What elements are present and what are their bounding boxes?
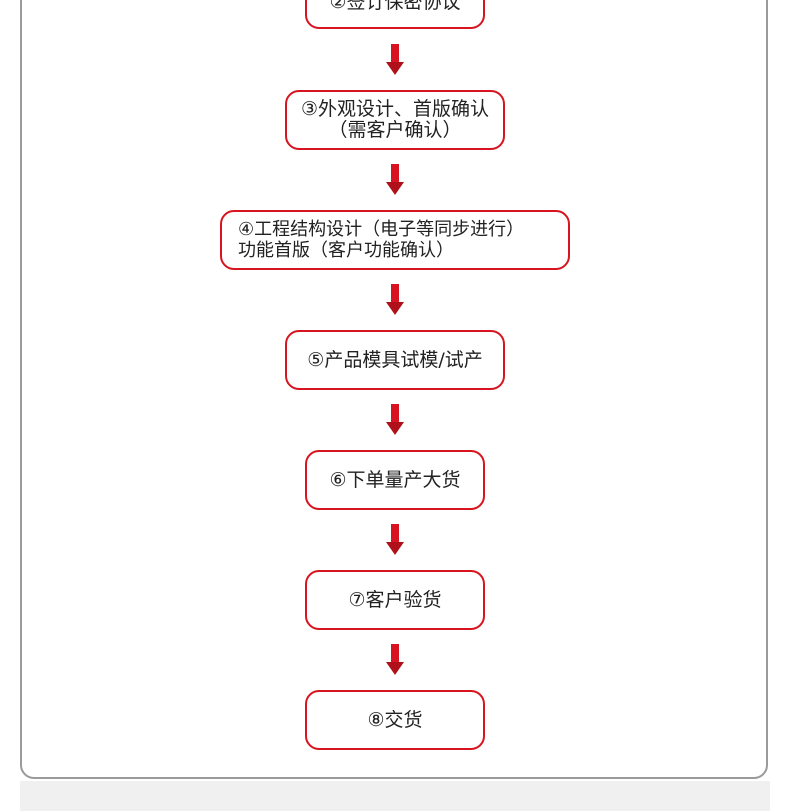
step-8-label: ⑧交货 [367, 708, 423, 731]
step-3-label-line1: ③外观设计、首版确认 [300, 98, 490, 120]
step-7-label: ⑦客户验货 [348, 588, 442, 611]
down-arrow-icon [386, 644, 404, 675]
step-3-label-line2: （需客户确认） [328, 119, 462, 141]
step-2-label: ②签订保密协议 [329, 0, 461, 13]
footer-strip [20, 781, 770, 811]
down-arrow-icon [386, 164, 404, 195]
down-arrow-icon [386, 284, 404, 315]
step-4-label-line1: ④工程结构设计（电子等同步进行） [238, 219, 525, 240]
down-arrow-icon [386, 44, 404, 75]
down-arrow-icon [386, 524, 404, 555]
step-2-box: ②签订保密协议 [305, 0, 485, 29]
down-arrow-icon [386, 404, 404, 435]
step-6-box: ⑥下单量产大货 [305, 450, 485, 510]
step-4-label-line2: 功能首版（客户功能确认） [238, 240, 454, 261]
step-6-label: ⑥下单量产大货 [329, 468, 461, 491]
step-4-box: ④工程结构设计（电子等同步进行） 功能首版（客户功能确认） [220, 210, 570, 270]
step-7-box: ⑦客户验货 [305, 570, 485, 630]
step-5-label: ⑤产品模具试模/试产 [307, 348, 483, 371]
step-3-box: ③外观设计、首版确认 （需客户确认） [285, 90, 505, 150]
step-5-box: ⑤产品模具试模/试产 [285, 330, 505, 390]
step-8-box: ⑧交货 [305, 690, 485, 750]
